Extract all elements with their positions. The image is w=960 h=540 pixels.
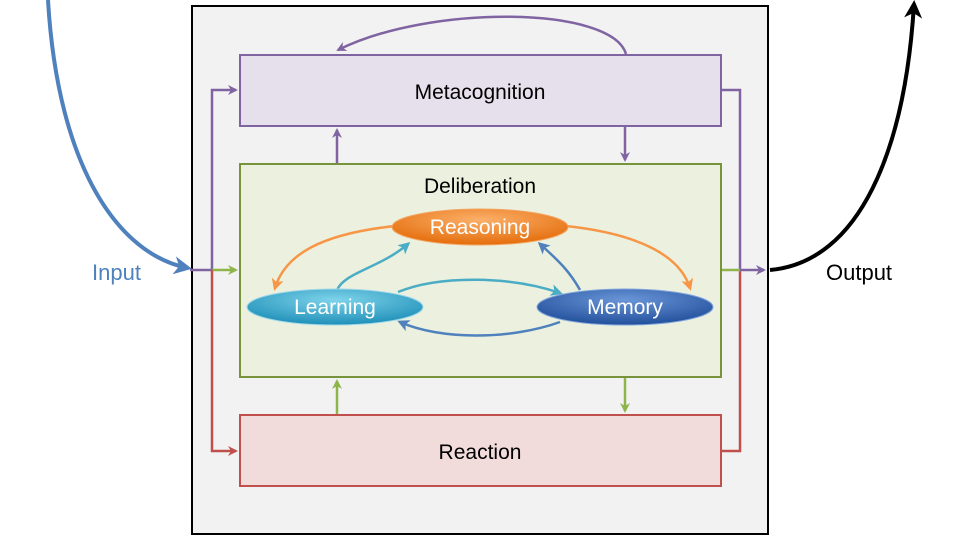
arrow-to-reaction (210, 270, 238, 456)
metacognition-out-line (721, 88, 742, 270)
memory-label: Memory (587, 296, 663, 319)
reasoning-to-learning-arrow (271, 224, 396, 291)
metacognition-label: Metacognition (415, 81, 546, 104)
metacognition-box (239, 54, 722, 127)
memory-to-reasoning-arrow (537, 241, 582, 291)
deliberation-box (239, 163, 722, 378)
arrow-to-metacognition (210, 85, 238, 270)
memory-node (536, 288, 714, 326)
output-arrow (769, 0, 923, 272)
reaction-out-line (721, 270, 742, 453)
metacognition-loop-arrow (336, 15, 628, 55)
output-label: Output (826, 260, 892, 285)
learning-to-memory-arrow (397, 278, 563, 296)
learning-to-reasoning-arrow (335, 242, 411, 291)
reaction-box (239, 414, 722, 487)
learning-label: Learning (294, 296, 376, 319)
input-arrow (46, 0, 192, 275)
reaction-label: Reaction (439, 441, 522, 464)
deliberation-label: Deliberation (424, 175, 536, 198)
reasoning-to-memory-arrow (565, 224, 694, 291)
input-label: Input (92, 260, 141, 285)
reasoning-label: Reasoning (430, 216, 530, 239)
learning-node (246, 288, 424, 326)
reasoning-node (391, 208, 569, 246)
memory-to-learning-arrow (397, 320, 561, 337)
